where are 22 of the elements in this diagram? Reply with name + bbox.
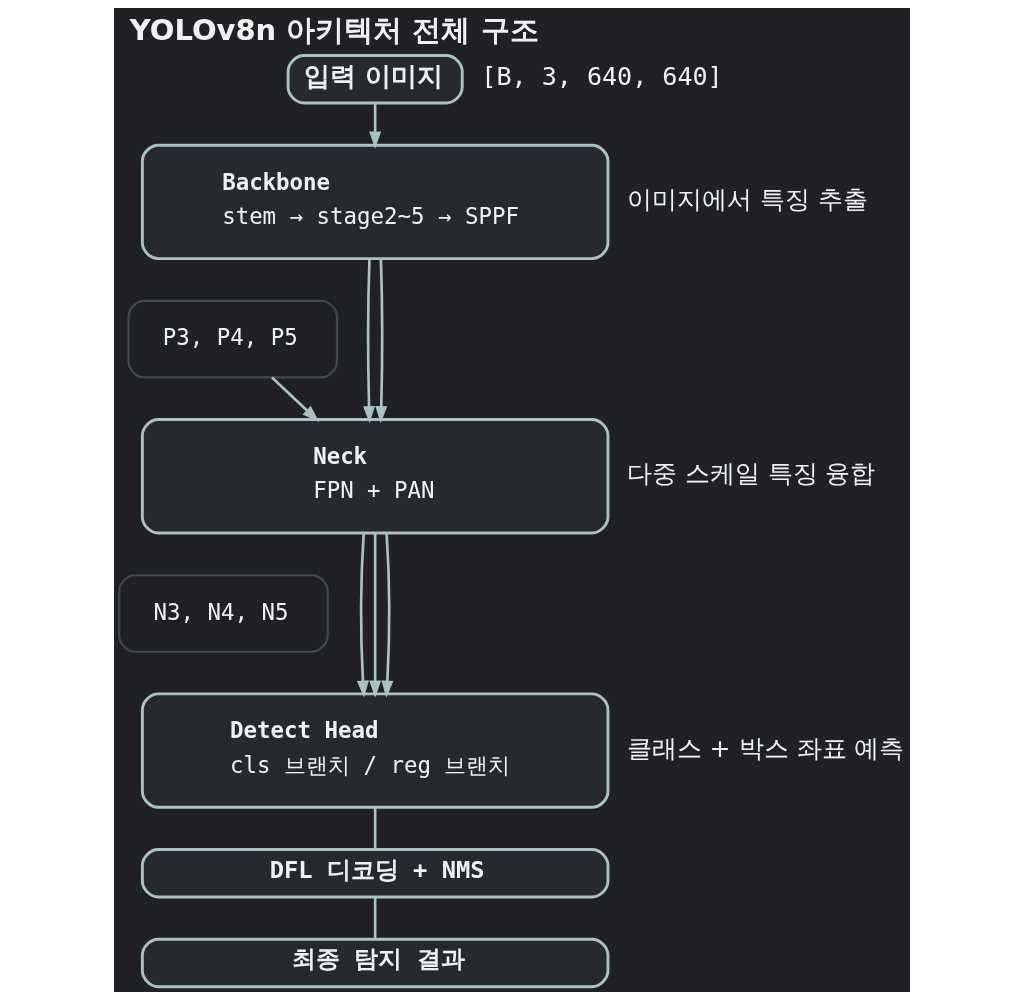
arrow [369, 103, 382, 149]
arrow [381, 533, 394, 698]
node-box: N3, N4, N5 [118, 574, 329, 653]
node-box: 입력 이미지 [286, 54, 464, 105]
node-label: 클래스 + 박스 좌표 예측 [626, 733, 905, 763]
diagram-title: YOLOv8n 아키텍처 전체 구조 [129, 13, 539, 48]
arrow [375, 258, 388, 424]
node-box: 최종 탐지 결과 [140, 937, 610, 989]
arrow [271, 376, 320, 423]
connector [373, 897, 377, 939]
connector [373, 807, 377, 850]
arrow [363, 258, 376, 424]
arrow [369, 533, 382, 698]
arrow [356, 533, 369, 698]
node-label: 다중 스케일 특징 융합 [626, 459, 876, 489]
node-box: DFL 디코딩 + NMS [140, 848, 610, 899]
node-box: Backbone stem → stage2~5 → SPPF [140, 143, 610, 261]
node-box: Detect Head cls 브랜치 / reg 브랜치 [140, 692, 610, 809]
node-box: Neck FPN + PAN [140, 418, 610, 535]
node-box: P3, P4, P5 [127, 299, 338, 379]
node-label: [B, 3, 640, 640] [481, 62, 723, 92]
node-label: 이미지에서 특징 추출 [626, 185, 868, 215]
